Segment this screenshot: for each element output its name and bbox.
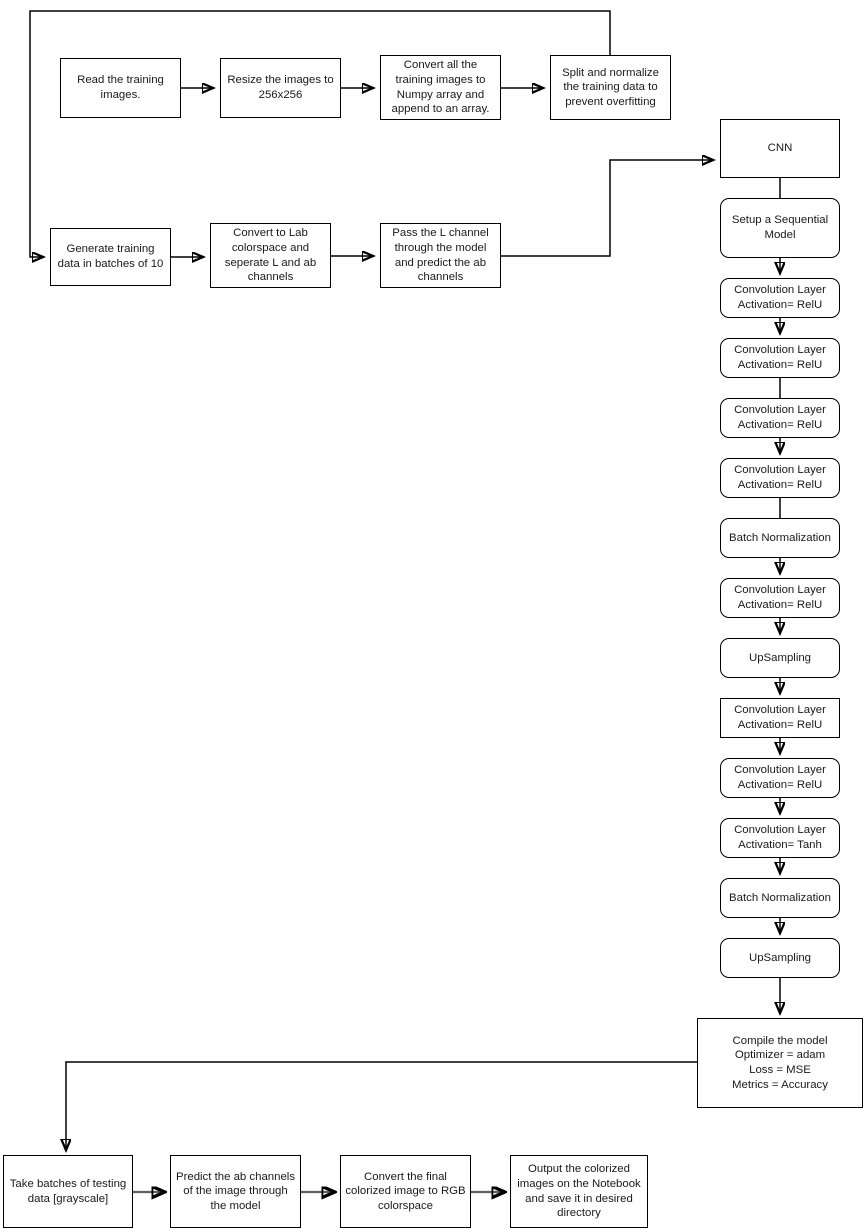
node-read-training-images[interactable]: Read the training images.: [60, 58, 181, 118]
node-conv-layer-tanh[interactable]: Convolution Layer Activation= Tanh: [720, 818, 840, 858]
connector-pass-l-to-cnn: [501, 160, 713, 257]
node-pass-l-channel[interactable]: Pass the L channel through the model and…: [380, 223, 501, 288]
node-resize-images[interactable]: Resize the images to 256x256: [220, 58, 341, 118]
node-conv-layer-relu-4[interactable]: Convolution Layer Activation= RelU: [720, 458, 840, 498]
node-conv-layer-relu-3[interactable]: Convolution Layer Activation= RelU: [720, 398, 840, 438]
node-take-testing-batches[interactable]: Take batches of testing data [grayscale]: [3, 1155, 133, 1228]
node-conv-layer-relu-6[interactable]: Convolution Layer Activation= RelU: [720, 698, 840, 738]
connector-compile-to-testing: [66, 1061, 697, 1150]
node-output-colorized-images[interactable]: Output the colorized images on the Noteb…: [510, 1155, 648, 1228]
node-cnn-header[interactable]: CNN: [720, 119, 840, 178]
node-convert-lab-colorspace[interactable]: Convert to Lab colorspace and seperate L…: [210, 223, 331, 288]
node-conv-layer-relu-2[interactable]: Convolution Layer Activation= RelU: [720, 338, 840, 378]
node-upsampling-2[interactable]: UpSampling: [720, 938, 840, 978]
node-conv-layer-relu-1[interactable]: Convolution Layer Activation= RelU: [720, 278, 840, 318]
node-convert-to-rgb[interactable]: Convert the final colorized image to RGB…: [340, 1155, 471, 1228]
node-generate-training-data[interactable]: Generate training data in batches of 10: [50, 228, 171, 286]
node-setup-sequential-model[interactable]: Setup a Sequential Model: [720, 198, 840, 258]
node-conv-layer-relu-5[interactable]: Convolution Layer Activation= RelU: [720, 578, 840, 618]
node-batch-normalization-1[interactable]: Batch Normalization: [720, 518, 840, 558]
node-predict-ab-channels[interactable]: Predict the ab channels of the image thr…: [170, 1155, 301, 1228]
node-conv-layer-relu-7[interactable]: Convolution Layer Activation= RelU: [720, 758, 840, 798]
node-compile-the-model[interactable]: Compile the model Optimizer = adam Loss …: [697, 1018, 863, 1108]
node-convert-to-numpy[interactable]: Convert all the training images to Numpy…: [380, 55, 501, 120]
node-split-normalize[interactable]: Split and normalize the training data to…: [550, 55, 671, 120]
node-batch-normalization-2[interactable]: Batch Normalization: [720, 878, 840, 918]
node-upsampling-1[interactable]: UpSampling: [720, 638, 840, 678]
connector-split-feedback-to-generate: [29, 10, 611, 257]
